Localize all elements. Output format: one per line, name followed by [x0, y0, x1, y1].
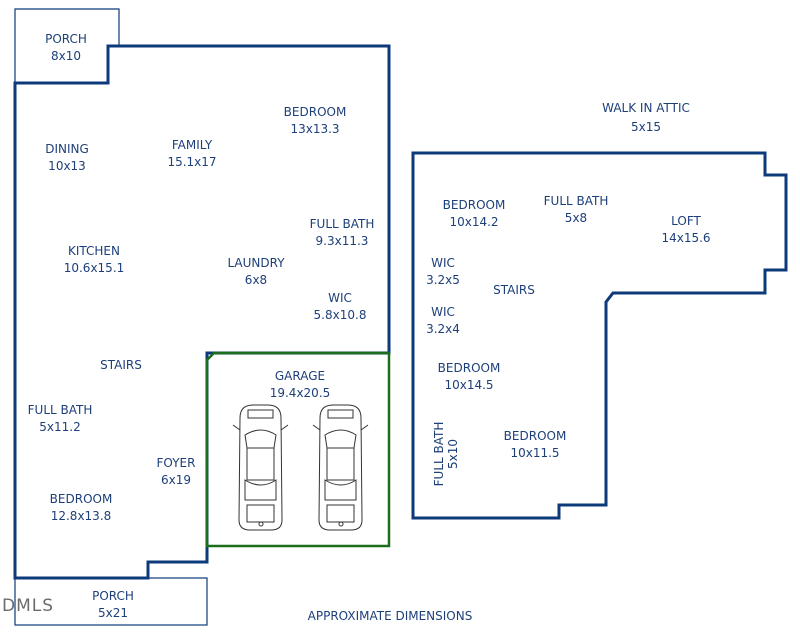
room-label-loft: LOFT 14x15.6	[661, 213, 710, 247]
room-label-full-bath-up: FULL BATH 5x8	[544, 193, 609, 227]
room-dimensions: 6x8	[244, 273, 268, 287]
room-label-family: FAMILY 15.1x17	[167, 137, 216, 171]
room-name: FULL BATH	[309, 217, 375, 231]
room-name: FAMILY	[171, 138, 213, 152]
room-name: FOYER	[156, 456, 196, 470]
room-name: BEDROOM	[283, 105, 347, 119]
room-dimensions: 5x8	[564, 211, 588, 225]
room-label-foyer: FOYER 6x19	[157, 455, 196, 489]
porch-bottom-outline	[14, 577, 208, 626]
room-name: WALK IN ATTIC	[602, 101, 690, 115]
room-label-porch-bottom: PORCH 5x21	[92, 588, 134, 622]
room-dimensions: 8x10	[50, 49, 82, 63]
upper-floor-outline	[411, 151, 788, 520]
room-dimensions: 13x13.3	[290, 122, 340, 136]
room-dimensions: 10x11.5	[510, 446, 560, 460]
room-name: LAUNDRY	[227, 256, 285, 270]
room-dimensions: 14x15.6	[661, 231, 711, 245]
room-name: PORCH	[92, 589, 134, 603]
room-name: PORCH	[45, 32, 87, 46]
room-label-wic-up2: WIC 3.2x4	[426, 304, 460, 338]
room-name: WIC	[431, 305, 455, 319]
room-dimensions: 15.1x17	[167, 155, 217, 169]
room-dimensions: 10.6x15.1	[63, 261, 125, 275]
room-dimensions: 5.8x10.8	[313, 308, 367, 322]
room-label-full-bath-vertical: FULL BATH 5x10	[432, 422, 460, 487]
room-label-dining: DINING 10x13	[45, 141, 89, 175]
room-name: FULL BATH	[432, 421, 446, 487]
room-dimensions: 10x14.2	[449, 215, 499, 229]
room-name: GARAGE	[274, 369, 326, 383]
room-name: LOFT	[671, 214, 701, 228]
room-dimensions: 19.4x20.5	[269, 386, 331, 400]
room-name: BEDROOM	[437, 361, 501, 375]
room-dimensions: 5x21	[97, 606, 129, 620]
room-name: STAIRS	[100, 358, 142, 372]
room-label-full-bath-main: FULL BATH 9.3x11.3	[310, 216, 375, 250]
room-label-stairs-up: STAIRS	[493, 282, 535, 299]
room-label-walk-in-attic: WALK IN ATTIC 5x15	[602, 100, 690, 136]
room-dimensions: 6x19	[160, 473, 192, 487]
room-label-laundry: LAUNDRY 6x8	[227, 255, 284, 289]
room-name: STAIRS	[493, 283, 535, 297]
room-dimensions: 3.2x5	[426, 273, 460, 287]
room-name: FULL BATH	[543, 194, 609, 208]
room-dimensions: 10x14.5	[444, 378, 494, 392]
room-label-wic-up1: WIC 3.2x5	[426, 255, 460, 289]
room-dimensions: 9.3x11.3	[315, 234, 369, 248]
room-label-full-bath-left: FULL BATH 5x11.2	[28, 402, 93, 436]
room-dimensions: 3.2x4	[426, 322, 460, 336]
room-label-bedroom-up1: BEDROOM 10x14.2	[443, 197, 506, 231]
room-name: BEDROOM	[442, 198, 506, 212]
car-icon	[312, 404, 369, 531]
room-dimensions: 5x11.2	[39, 420, 81, 434]
room-label-stairs-main: STAIRS	[100, 357, 142, 374]
room-name: BEDROOM	[503, 429, 567, 443]
garage-outline	[205, 351, 391, 548]
room-name: WIC	[328, 291, 352, 305]
room-label-bedroom-up2: BEDROOM 10x14.5	[438, 360, 501, 394]
room-dimensions: 5x15	[630, 120, 662, 134]
car-icon	[232, 404, 289, 531]
room-label-wic-main: WIC 5.8x10.8	[314, 290, 367, 324]
room-label-kitchen: KITCHEN 10.6x15.1	[64, 243, 125, 277]
approximate-dimensions-note: APPROXIMATE DIMENSIONS	[307, 609, 473, 623]
room-dimensions: 10x13	[48, 159, 86, 173]
room-dimensions: 12.8x13.8	[50, 509, 112, 523]
room-name: BEDROOM	[49, 492, 113, 506]
room-name: FULL BATH	[27, 403, 93, 417]
room-label-bedroom-up3: BEDROOM 10x11.5	[504, 428, 567, 462]
room-label-porch-top: PORCH 8x10	[45, 31, 87, 65]
main-floor-outline	[13, 44, 391, 580]
room-label-garage: GARAGE 19.4x20.5	[270, 368, 331, 402]
room-name: KITCHEN	[67, 244, 120, 258]
dmls-logo: DMLS	[2, 596, 55, 616]
room-name: WIC	[431, 256, 455, 270]
room-dimensions: 5x10	[446, 438, 460, 470]
room-label-bedroom-left: BEDROOM 12.8x13.8	[50, 491, 113, 525]
room-name: DINING	[45, 142, 89, 156]
room-label-bedroom-main: BEDROOM 13x13.3	[284, 104, 347, 138]
